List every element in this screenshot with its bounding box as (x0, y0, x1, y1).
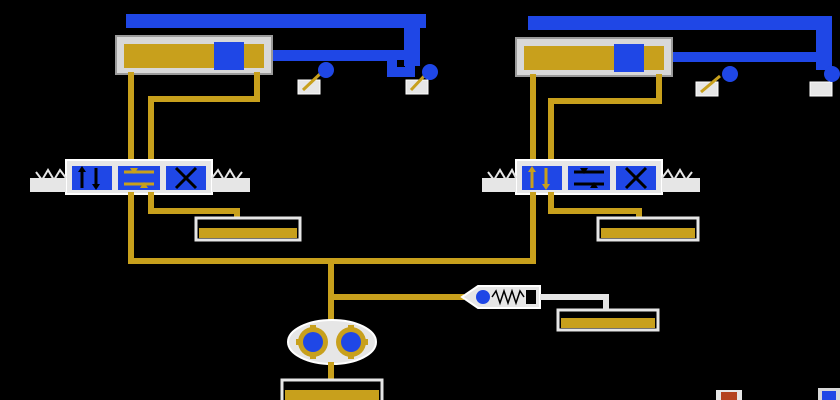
right-line-a (530, 74, 536, 168)
left-tank (194, 216, 302, 242)
left-cylinder-chamber-b (244, 44, 264, 68)
pump-suction-line (328, 362, 334, 386)
left-directional-valve (30, 159, 250, 195)
left-rod-line (262, 50, 412, 60)
pressure-relief-valve (460, 285, 541, 309)
gear-pump (287, 319, 377, 365)
right-supply-line (530, 192, 536, 264)
right-line-b3 (548, 98, 554, 168)
left-limit-switch-2 (405, 64, 438, 95)
right-line-b (656, 74, 662, 104)
right-return-horizontal (548, 208, 642, 214)
relief-tank (556, 308, 660, 332)
left-line-b2 (148, 96, 260, 102)
right-rod-line (662, 52, 818, 62)
right-line-b2 (548, 98, 662, 104)
main-supply (128, 258, 660, 400)
left-return-line (148, 192, 154, 214)
left-cylinder-chamber-a (124, 44, 214, 68)
left-line-a (128, 72, 134, 168)
main-riser-line (328, 258, 334, 324)
left-supply-line (128, 192, 134, 264)
right-directional-valve (482, 159, 700, 195)
right-limit-switch-2 (809, 66, 840, 97)
right-limit-switch-1 (695, 66, 738, 97)
left-blue-header (126, 14, 426, 28)
corner-widget-1[interactable] (716, 390, 742, 400)
left-line-b (254, 72, 260, 102)
left-line-b3 (148, 96, 154, 168)
left-limit-switch-1 (297, 62, 334, 95)
right-cylinder-chamber-a (524, 46, 614, 70)
right-circuit (482, 16, 840, 264)
right-cylinder-chamber-b (644, 46, 664, 70)
right-blue-drop (816, 16, 832, 70)
left-circuit (30, 14, 438, 264)
corner-widget-2[interactable] (818, 388, 840, 400)
right-blue-header (528, 16, 830, 30)
relief-branch-line (328, 294, 464, 300)
main-tank (280, 378, 384, 400)
left-return-horizontal (148, 208, 240, 214)
left-cylinder-piston (214, 42, 244, 70)
relief-return-line (540, 294, 609, 314)
right-return-line (548, 192, 554, 214)
right-tank (596, 216, 700, 242)
right-cylinder-piston (614, 44, 644, 72)
